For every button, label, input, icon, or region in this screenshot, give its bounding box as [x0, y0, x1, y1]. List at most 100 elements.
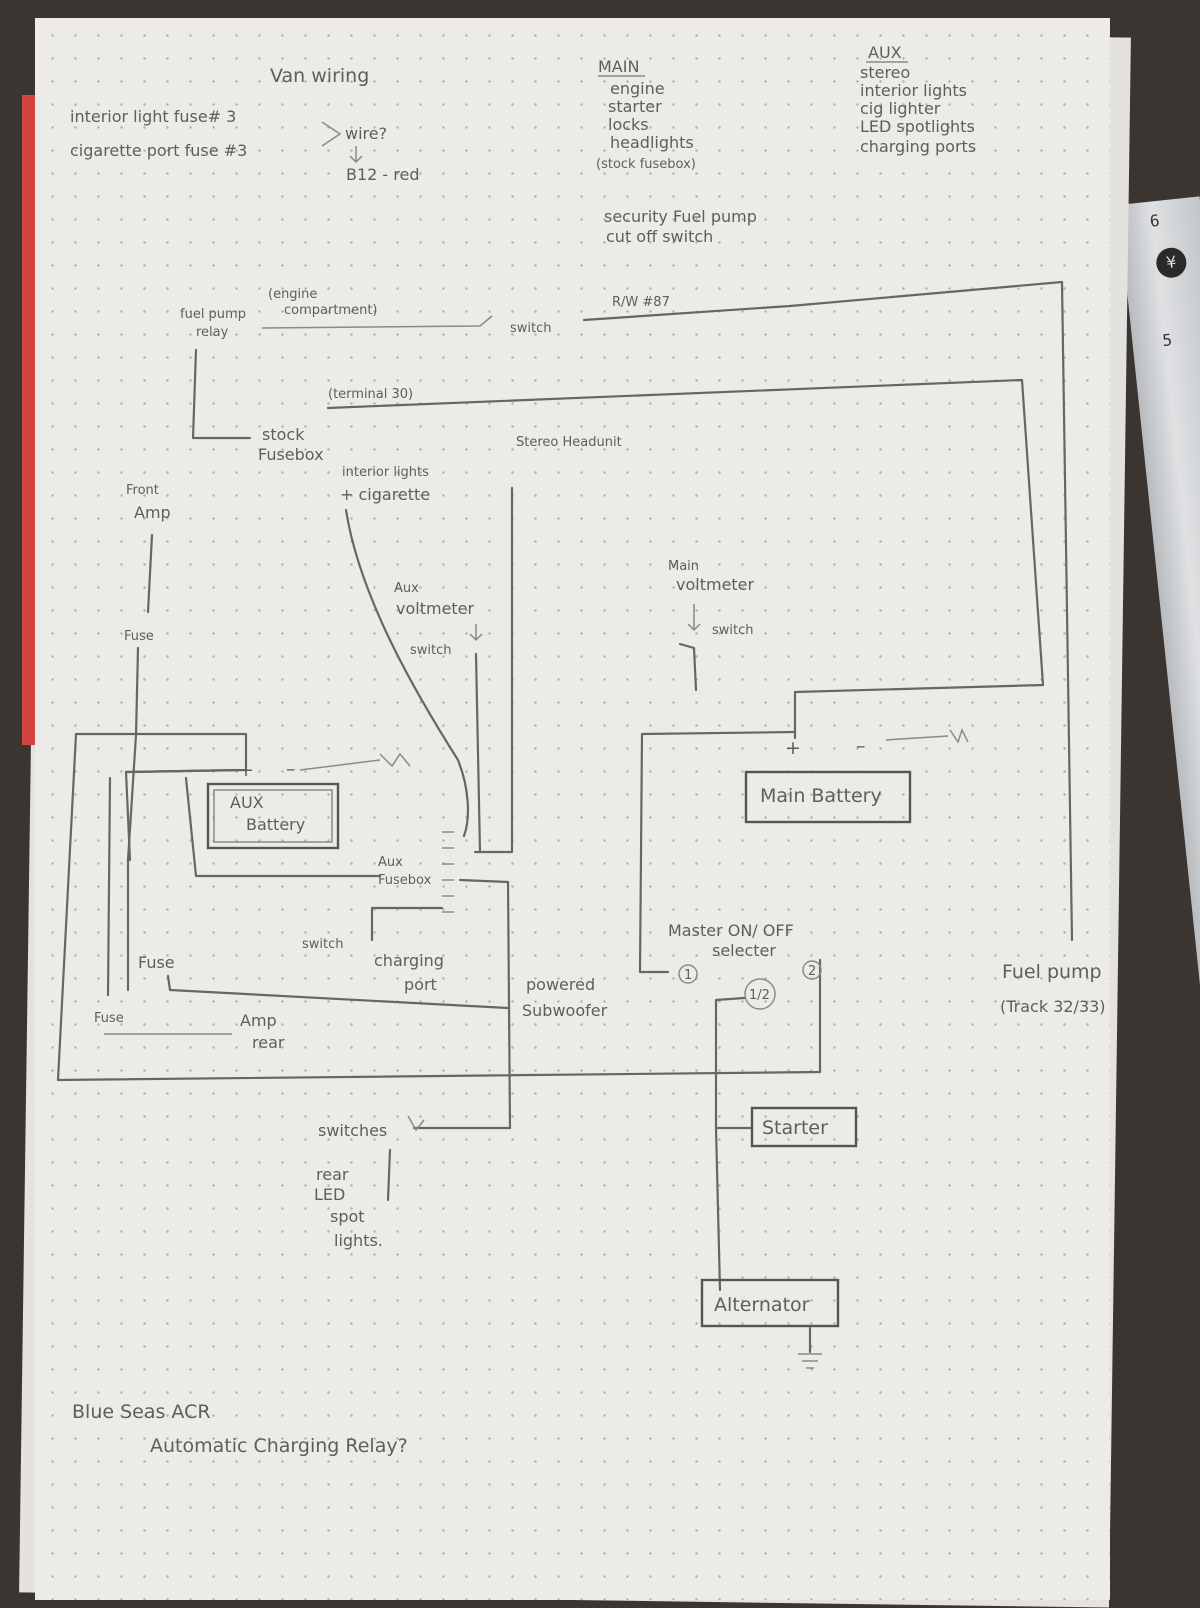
aux-item-stereo: stereo — [860, 63, 910, 82]
switches-check-icon — [407, 1115, 425, 1132]
main-battery-label: Main Battery — [760, 785, 882, 807]
main-battery-plus: + — [785, 737, 801, 759]
footer-line-1: Blue Seas ACR — [72, 1401, 211, 1423]
aux-battery-minus: – — [286, 758, 296, 780]
master-position-2-icon — [802, 960, 822, 980]
fuse-low-label: Fuse — [94, 1011, 124, 1026]
rear-led-label-3: spot — [330, 1207, 365, 1226]
engine-compartment-label-2: compartment) — [284, 303, 378, 318]
aux-battery-ground-wire — [299, 759, 381, 771]
aux-bus-top — [74, 732, 248, 774]
main-voltmeter-label-1: Main — [668, 559, 699, 574]
master-switch-label-2: selecter — [712, 941, 776, 960]
main-positive-wire — [638, 730, 797, 974]
main-battery-minus: – — [856, 735, 866, 757]
fuel-pump-relay-label-2: relay — [196, 325, 229, 340]
powered-subwoofer-label-2: Subwoofer — [522, 1001, 608, 1020]
footer-line-2: Automatic Charging Relay? — [150, 1435, 408, 1457]
subwoofer-feed-wire — [166, 974, 510, 1010]
security-line-2: cut off switch — [606, 227, 713, 246]
main-item-stock-fusebox: (stock fusebox) — [596, 157, 696, 172]
aux-battery-label-1: AUX — [230, 793, 264, 812]
main-voltmeter-wire — [678, 642, 698, 692]
stereo-headunit-label: Stereo Headunit — [516, 435, 622, 450]
fuse-mid-label: Fuse — [138, 953, 175, 972]
aux-list-heading: AUX — [868, 43, 902, 62]
aux-voltmeter-wire — [474, 652, 482, 854]
main-list-heading: MAIN — [598, 57, 639, 76]
note-wire-question: wire? — [345, 124, 387, 143]
aux-item-led-spotlights: LED spotlights — [860, 117, 975, 136]
aux-voltmeter-label-1: Aux — [394, 581, 419, 596]
fuse-front-label: Fuse — [124, 629, 154, 644]
charging-switch-label: switch — [302, 937, 344, 952]
aux-battery-inner — [213, 789, 333, 843]
rear-led-label-2: LED — [314, 1185, 345, 1204]
terminal-30-label: (terminal 30) — [328, 387, 413, 402]
main-voltmeter-switch-label: switch — [712, 623, 754, 638]
interior-lights-wire — [344, 508, 470, 838]
main-switch-arrow-icon — [687, 604, 701, 632]
main-ground-icon — [949, 728, 969, 744]
main-item-starter: starter — [608, 97, 662, 116]
relay-87-label: R/W #87 — [612, 295, 670, 310]
front-amp-label-1: Front — [126, 483, 159, 498]
security-line-1: security Fuel pump — [604, 207, 757, 226]
aux-voltmeter-switch-label: switch — [410, 643, 452, 658]
diagram-title: Van wiring — [270, 65, 369, 87]
powered-subwoofer-label-1: powered — [526, 975, 595, 994]
fuel-pump-relay-label-1: fuel pump — [180, 307, 246, 322]
main-item-locks: locks — [608, 115, 649, 134]
stereo-headunit-wire — [473, 486, 514, 854]
master-position-1: 1 — [684, 968, 692, 983]
alternator-box — [700, 1278, 840, 1328]
aux-item-cig-lighter: cig lighter — [860, 99, 941, 118]
main-battery-box — [744, 770, 912, 824]
aux-fusebox-terminals — [442, 831, 454, 913]
master-position-12: 1/2 — [749, 988, 770, 1003]
front-amp-wire — [146, 533, 154, 614]
fuel-pump-wire — [582, 280, 1074, 942]
aux-voltmeter-label-2: voltmeter — [396, 599, 475, 618]
starter-label: Starter — [762, 1117, 828, 1139]
switch-top-label: switch — [510, 321, 552, 336]
aux-fusebox-label-2: Fusebox — [378, 873, 432, 888]
master-position-1-icon — [678, 964, 698, 984]
aux-fusebox-label-1: Aux — [378, 855, 403, 870]
aux-to-fusebox-wire — [184, 776, 382, 878]
down-arrow-icon — [349, 146, 363, 164]
front-amp-label-2: Amp — [134, 503, 171, 522]
alternator-label: Alternator — [714, 1294, 810, 1316]
fuel-pump-label-2: (Track 32/33) — [1000, 997, 1106, 1016]
charging-port-switch-wire — [370, 906, 444, 942]
master-to-starter-wire — [714, 996, 746, 1292]
amp-rear-label-1: Amp — [240, 1011, 277, 1030]
aux-fusebox-right-wire — [412, 878, 512, 1130]
stock-fusebox-label-2: Fusebox — [258, 445, 324, 464]
aux-ground-icon — [379, 752, 411, 768]
aux-battery-label-2: Battery — [246, 815, 305, 834]
main-item-headlights: headlights — [610, 133, 694, 152]
charging-port-label-1: charging — [374, 951, 444, 970]
front-amp-fuse-wire — [126, 646, 140, 992]
rear-led-label-4: lights. — [334, 1231, 383, 1250]
aux-battery-box — [206, 782, 340, 850]
aux-fuse-branch — [106, 776, 112, 997]
aux-item-interior-lights: interior lights — [860, 81, 967, 100]
ground-loop-outer — [56, 732, 822, 1082]
rear-led-label-1: rear — [316, 1165, 349, 1184]
ground-symbol-icon — [798, 1353, 822, 1369]
aux-positive-branch — [124, 770, 132, 862]
interior-lights-label-2: + cigarette — [340, 485, 430, 504]
aux-battery-feed — [124, 768, 242, 774]
aux-switch-arrow-icon — [469, 624, 483, 642]
note-b12-red: B12 - red — [346, 165, 420, 184]
engine-compartment-label-1: (engine — [268, 287, 317, 302]
stock-fusebox-label-1: stock — [262, 425, 305, 444]
fuel-pump-label-1: Fuel pump — [1002, 961, 1102, 983]
note-cigarette-fuse: cigarette port fuse #3 — [70, 141, 247, 160]
main-battery-ground-wire — [885, 735, 949, 741]
main-item-engine: engine — [610, 79, 665, 98]
aux-battery-plus: + — [238, 759, 254, 781]
